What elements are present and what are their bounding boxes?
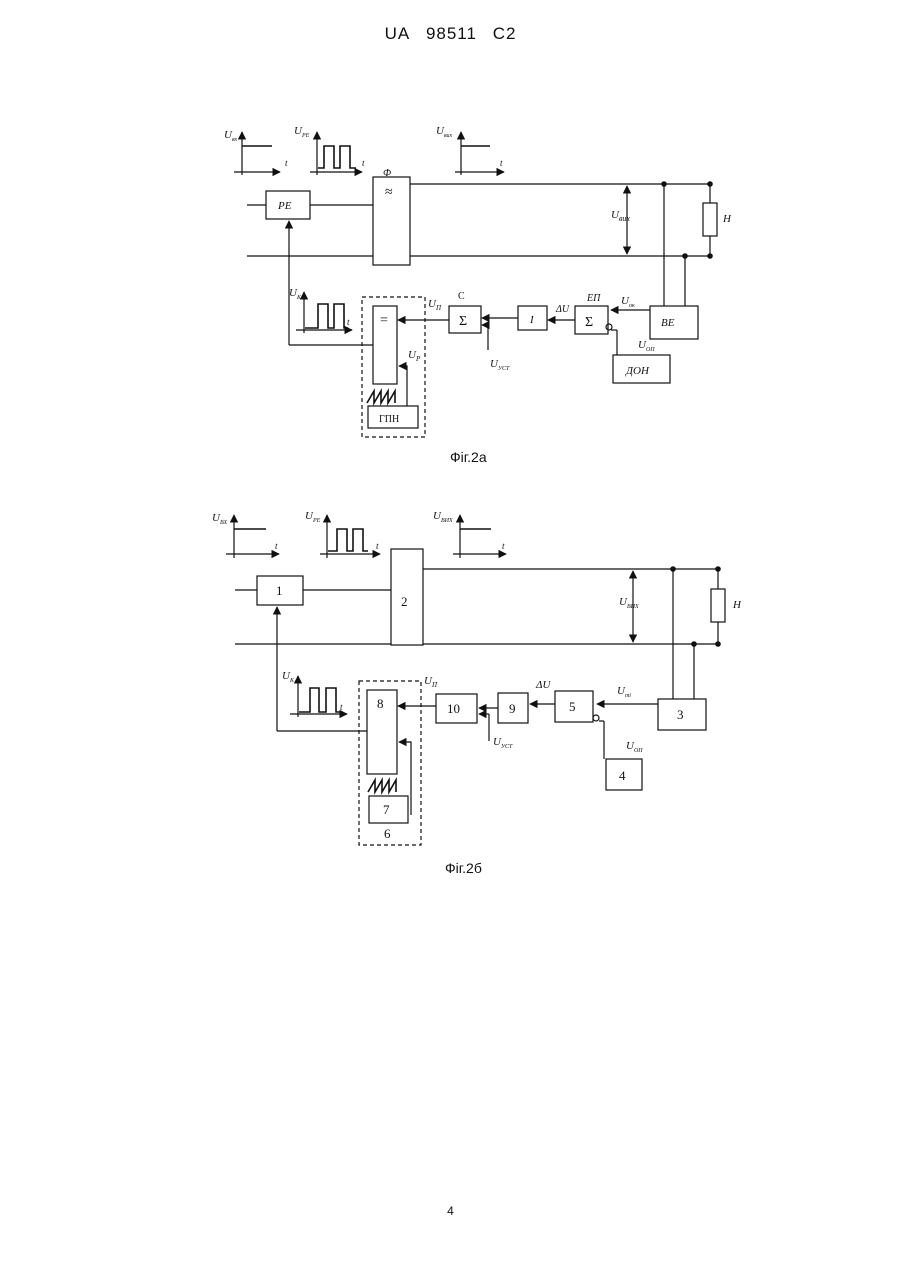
block-2-label: 2 (401, 594, 408, 609)
waveform-u-output-2b (453, 515, 506, 558)
figure-2b-caption: Фіг.2б (445, 860, 482, 876)
label-t-2b-3: t (502, 541, 505, 551)
label-t-2b-2: t (376, 541, 379, 551)
waveform-u-k-2b (290, 676, 347, 717)
load-resistor-2b (711, 589, 725, 622)
label-ep: ЕП (586, 293, 601, 304)
block-1-label: 1 (276, 583, 283, 598)
label-u-p: UП (428, 298, 442, 312)
block-10-label: 10 (447, 701, 460, 716)
label-u-k-2b: UК (282, 670, 295, 684)
load-resistor (703, 203, 717, 236)
label-t-2b-1: t (275, 541, 278, 551)
waveform-u-input (234, 132, 280, 175)
label-u-ti-2b: Uті (617, 685, 631, 699)
label-t-1: t (285, 158, 288, 168)
label-mod-symbol: ≈ (385, 185, 393, 200)
pe-block-label: РЕ (277, 200, 292, 212)
comparator-symbol: = (380, 313, 388, 328)
integrator-label: I (529, 314, 535, 326)
ep-sum-symbol: Σ (585, 315, 593, 330)
waveform-u-input-2b (226, 515, 279, 558)
label-u-bx: Uвх (224, 129, 238, 143)
waveform-u-k (296, 292, 352, 333)
don-block-label: ДОН (625, 365, 650, 377)
block-4-label: 4 (619, 768, 626, 783)
label-u-ust-2b: UУСТ (493, 736, 513, 750)
label-delta-u-2b: ΔU (535, 679, 551, 691)
page-number: 4 (0, 1204, 901, 1218)
figure-2a-caption: Фіг.2а (450, 449, 487, 465)
gpn-block-label: ГПН (379, 414, 399, 425)
block-8-label: 8 (377, 696, 384, 711)
label-u-ok: Uок (621, 295, 635, 309)
label-u-op: UОП (638, 339, 655, 353)
waveform-u-pe (310, 132, 362, 175)
ve-block-label: ВЕ (661, 317, 675, 329)
sawtooth-wave (367, 391, 395, 403)
block-6-label: 6 (384, 826, 391, 841)
label-t-2b-4: t (340, 702, 343, 712)
waveform-u-pe-2b (320, 515, 380, 558)
block-9-label: 9 (509, 701, 516, 716)
label-u-op-2b: UОП (626, 740, 643, 754)
label-t-2: t (362, 158, 365, 168)
label-c: C (458, 291, 465, 302)
label-load: Н (722, 213, 732, 225)
label-u-p-2b: UП (424, 675, 438, 689)
figure-2a-diagram: Uвх t UРЕ t Uвих t Ф ≈ РЕ Uвих Н UК t = … (0, 0, 901, 480)
figure-2b-diagram: UВХ t UРЕ t UВИХ t 1 2 UВИХ Н UК t UП 8 … (0, 500, 901, 920)
label-t-4: t (347, 317, 350, 327)
sawtooth-wave-2b (368, 780, 396, 792)
label-load-2b: Н (732, 599, 742, 611)
label-t-3: t (500, 158, 503, 168)
label-delta-u: ΔU (555, 304, 570, 315)
label-u-vix-mid-2b: UВИХ (619, 596, 639, 610)
c-sum-symbol: Σ (459, 314, 467, 329)
waveform-u-output (455, 132, 504, 175)
block-3-label: 3 (677, 707, 684, 722)
label-u-pe: UРЕ (294, 125, 310, 139)
label-u-pe-2b: UРЕ (305, 510, 321, 524)
label-phi: Ф (383, 168, 391, 179)
label-u-bx-2b: UВХ (212, 512, 227, 526)
block-5-label: 5 (569, 699, 576, 714)
label-u-bix-top: Uвих (436, 125, 453, 139)
block-7-label: 7 (383, 802, 390, 817)
label-u-bix-2b: UВИХ (433, 510, 453, 524)
label-u-k: UК (289, 287, 302, 301)
label-u-ust: UУСТ (490, 358, 510, 372)
label-u-r: UР (408, 349, 421, 363)
